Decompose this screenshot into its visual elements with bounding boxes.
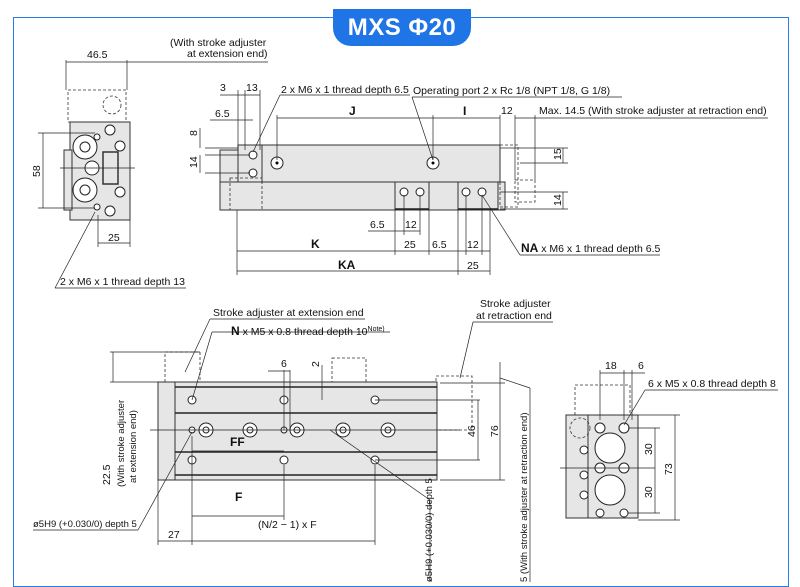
dim-12-top: 12: [501, 105, 513, 117]
thread-note-right: 6 x M5 x 0.8 thread depth 8: [648, 378, 776, 390]
dim-6-right: 6: [638, 360, 644, 372]
dim-76: 76: [489, 425, 501, 437]
dim-FF: FF: [230, 435, 245, 449]
dim-46: 46: [466, 425, 478, 437]
dim-73: 73: [663, 463, 675, 475]
n-text: x M5 x 0.8 thread depth 10: [240, 326, 368, 338]
dim-F: F: [235, 490, 242, 504]
vert-note-ext-2: at extension end): [128, 410, 139, 483]
plan-view: Stroke adjuster at extension end N x M5 …: [33, 298, 553, 582]
dim-14-right: 14: [552, 194, 564, 206]
na-thread-note: NA x M6 x 1 thread depth 6.5: [521, 241, 660, 255]
dim-2: 2: [310, 361, 322, 367]
end-view-right: 18 6 6 x M5 x 0.8 thread depth 8 30 30 7…: [560, 360, 778, 521]
dim-I: I: [463, 104, 466, 118]
max-note: Max. 14.5 (With stroke adjuster at retra…: [539, 105, 767, 117]
dim-6-5-c: 6.5: [432, 239, 447, 251]
dim-J: J: [349, 104, 356, 118]
dim-6: 6: [281, 358, 287, 370]
dim-13: 13: [246, 82, 258, 94]
n-thread-note: N x M5 x 0.8 thread depth 10Note): [231, 324, 385, 338]
dim-15: 15: [552, 148, 564, 160]
dim-18: 18: [605, 360, 617, 372]
dim-46-5: 46.5: [87, 49, 108, 61]
na-symbol: NA: [521, 241, 539, 255]
dim-25-b: 25: [467, 260, 479, 272]
dim-K: K: [311, 237, 320, 251]
na-text: x M6 x 1 thread depth 6.5: [538, 243, 660, 255]
vert-note-ext-1: (With stroke adjuster: [116, 400, 127, 487]
vert-note-ret: 5 (With stroke adjuster at retraction en…: [519, 413, 530, 583]
vert-pin-note: ø5H9 (+0.030/0) depth 5: [424, 478, 435, 582]
model-title: MXS Φ20: [333, 9, 471, 46]
stroke-ext-note-1: (With stroke adjuster: [170, 37, 267, 49]
stroke-ret-label-1: Stroke adjuster: [480, 298, 551, 310]
dim-30-b: 30: [643, 486, 655, 498]
dim-6-5-b: 6.5: [370, 219, 385, 231]
note-superscript: Note): [368, 326, 385, 333]
thread-note-left: 2 x M6 x 1 thread depth 13: [60, 276, 185, 288]
stroke-ext-label: Stroke adjuster at extension end: [213, 307, 364, 319]
thread-note-side: 2 x M6 x 1 thread depth 6.5: [281, 84, 409, 96]
dim-25: 25: [108, 232, 120, 244]
dim-22-5: 22.5: [101, 464, 113, 485]
port-note: Operating port 2 x Rc 1/8 (NPT 1/8, G 1/…: [413, 85, 610, 97]
dim-27: 27: [168, 529, 180, 541]
dim-25-a: 25: [404, 239, 416, 251]
n-symbol: N: [231, 324, 240, 338]
dim-12-b: 12: [405, 219, 417, 231]
pitch-formula: (N/2 − 1) x F: [258, 519, 317, 531]
side-view: 3 13 6.5 8 14 2 x M6 x 1 thread depth 6.…: [188, 82, 768, 275]
stroke-ext-note-2: at extension end): [187, 48, 268, 60]
pin-note: ø5H9 (+0.030/0) depth 5: [33, 519, 137, 530]
dim-14-left: 14: [188, 156, 200, 168]
dim-KA: KA: [338, 258, 356, 272]
dim-8: 8: [188, 130, 200, 136]
dim-58: 58: [31, 165, 43, 177]
stroke-ret-label-2: at retraction end: [476, 310, 552, 322]
end-view-left: (With stroke adjuster at extension end) …: [31, 37, 268, 289]
dim-30-a: 30: [643, 443, 655, 455]
dim-12-c: 12: [467, 239, 479, 251]
dim-3: 3: [220, 82, 226, 94]
dim-6-5: 6.5: [215, 108, 230, 120]
